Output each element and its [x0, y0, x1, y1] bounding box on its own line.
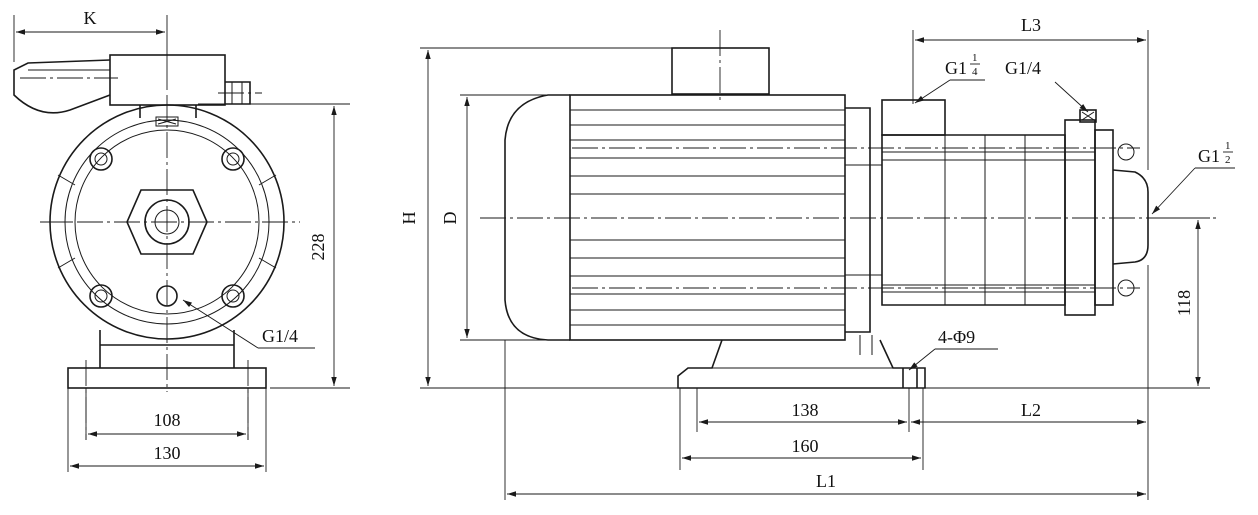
dim-160-label: 160 — [792, 436, 819, 456]
dim-h-label: H — [399, 212, 419, 225]
dim-d-label: D — [440, 212, 460, 225]
bolt-bottom-right-icon — [221, 284, 245, 308]
dim-118-label: 118 — [1174, 290, 1194, 316]
dim-l1-label: L1 — [816, 471, 836, 491]
dim-l3-label: L3 — [1021, 15, 1041, 35]
bolt-top-right-icon — [221, 147, 245, 171]
front-view: H D L3 118 138 L2 160 L1 4-Φ9 G1 — [399, 15, 1235, 500]
holes-label: 4-Φ9 — [938, 327, 975, 347]
dim-k-label: K — [84, 8, 97, 28]
port-top-left-label: G1 — [945, 58, 967, 78]
side-port-g14-label: G1/4 — [262, 326, 298, 346]
dim-108-label: 108 — [154, 410, 181, 430]
port-top-left-num: 1 — [972, 52, 978, 64]
bolt-bottom-left-icon — [89, 284, 113, 308]
port-top-right-label: G1/4 — [1005, 58, 1041, 78]
port-top-left-den: 4 — [972, 66, 978, 78]
port-outlet-den: 2 — [1225, 154, 1231, 166]
port-outlet-label: G1 — [1198, 146, 1220, 166]
dim-130-label: 130 — [154, 443, 181, 463]
dim-228-label: 228 — [308, 234, 328, 261]
dim-l2-label: L2 — [1021, 400, 1041, 420]
dim-138-label: 138 — [792, 400, 819, 420]
bolt-top-left-icon — [89, 147, 113, 171]
side-view: K 228 108 130 G1/4 — [13, 8, 350, 472]
port-outlet-num: 1 — [1225, 140, 1231, 152]
